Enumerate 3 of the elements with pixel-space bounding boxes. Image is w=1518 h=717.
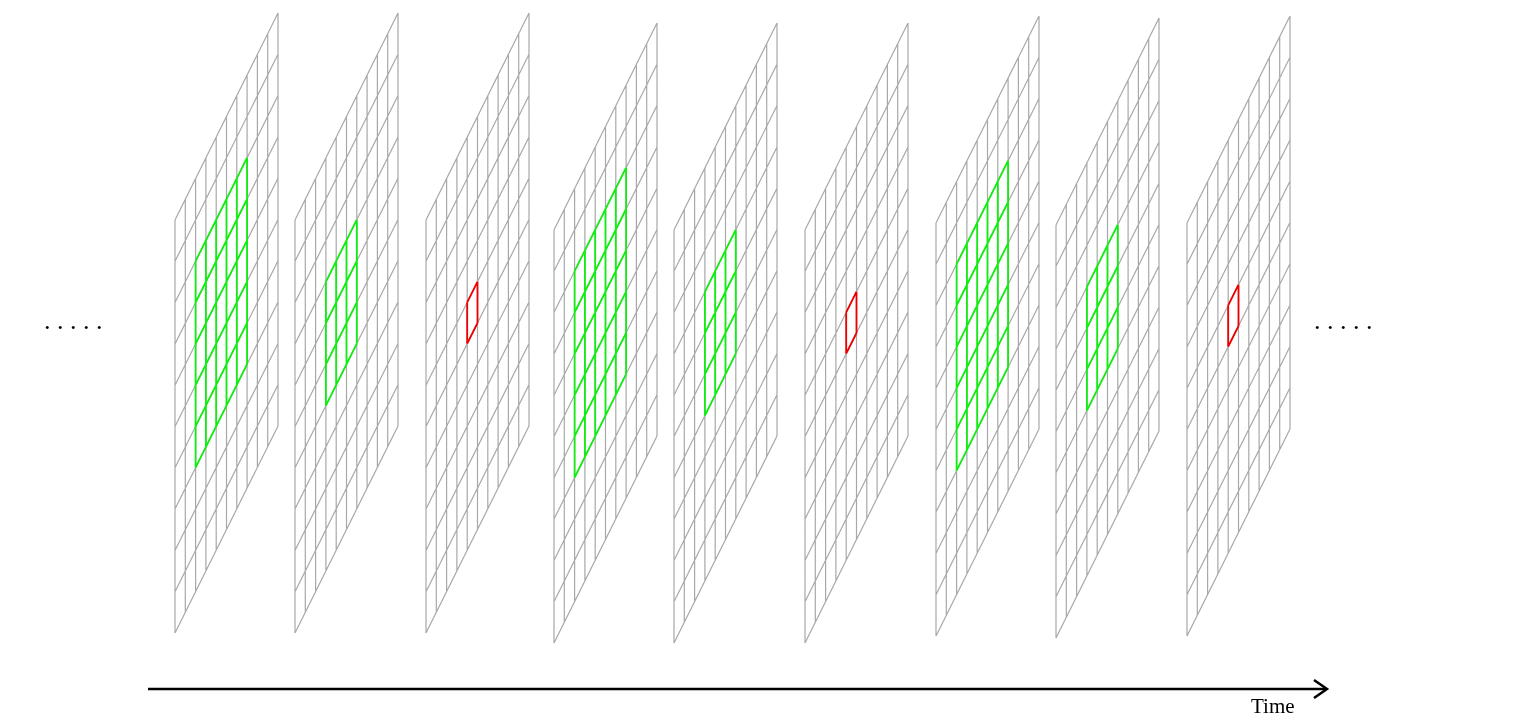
ellipsis-dots: . . . . .	[1314, 308, 1373, 334]
ellipsis-dots: . . . . .	[44, 308, 103, 334]
axis-label: Time	[1251, 696, 1295, 717]
